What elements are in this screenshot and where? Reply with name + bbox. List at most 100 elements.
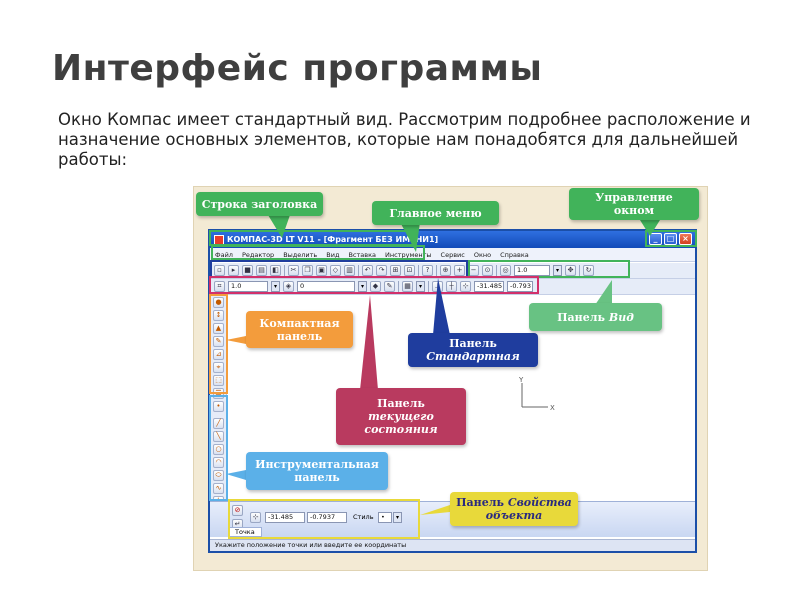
menu-item-help[interactable]: Справка xyxy=(500,250,529,259)
menu-item-view[interactable]: Вид xyxy=(326,250,340,259)
callout-props-line1: Панель Свойства xyxy=(456,496,572,509)
chevron-down-icon[interactable]: ▾ xyxy=(553,265,562,276)
prop-x-field[interactable]: -31.485 xyxy=(265,512,305,523)
toolbar-separator xyxy=(436,264,437,277)
copy-icon[interactable]: ❐ xyxy=(302,265,313,276)
point-coords-icon[interactable]: ⊹ xyxy=(250,512,261,523)
measure-tool-icon[interactable]: ⌖ xyxy=(213,362,224,373)
callout-state-line1: Панель xyxy=(377,397,425,410)
tab-point[interactable]: Точка xyxy=(228,527,262,537)
callout-view-panel: Панель Вид xyxy=(529,303,662,331)
variables-icon[interactable]: ⊡ xyxy=(404,265,415,276)
grid-icon[interactable]: ▦ xyxy=(402,281,413,292)
save-icon[interactable]: ■ xyxy=(242,265,253,276)
symbols-tool-icon[interactable]: ▲ xyxy=(213,323,224,334)
ortho-mode-icon[interactable]: ┼ xyxy=(446,281,457,292)
menu-item-editor[interactable]: Редактор xyxy=(241,250,275,259)
pencil-icon[interactable]: ✎ xyxy=(384,281,395,292)
chevron-down-icon[interactable]: ▾ xyxy=(393,512,402,523)
callout-window-control: Управление окном xyxy=(569,188,699,220)
app-title-bar: КОМПАС-3D LT V11 - [Фрагмент БЕЗ ИМЕНИ1]… xyxy=(210,231,695,248)
maximize-icon[interactable]: □ xyxy=(664,233,677,245)
paste-icon[interactable]: ▣ xyxy=(316,265,327,276)
zoom-out-icon[interactable]: − xyxy=(468,265,479,276)
zoom-scale-field[interactable]: 1.0 xyxy=(514,265,550,276)
current-layer-field[interactable]: 0 xyxy=(297,281,355,292)
circle-tool-icon[interactable]: ○ xyxy=(213,444,224,455)
axis-x-label: X xyxy=(550,404,555,412)
kompas-logo-icon xyxy=(214,234,224,245)
prop-y-field[interactable]: -0.7937 xyxy=(307,512,347,523)
style-select[interactable]: • xyxy=(378,512,392,523)
edit-tool-icon[interactable]: ✎ xyxy=(213,336,224,347)
axis-y-label: Y xyxy=(518,376,524,384)
callout-window-control-line2: окном xyxy=(613,204,655,217)
minimize-icon[interactable]: _ xyxy=(649,233,662,245)
chevron-down-icon[interactable]: ▾ xyxy=(358,281,367,292)
stop-icon[interactable]: ⊘ xyxy=(232,505,243,516)
snap-icon[interactable]: ⊹ xyxy=(460,281,471,292)
callout-tool-panel: Инструментальная панель xyxy=(246,452,388,490)
toolbar-separator xyxy=(358,264,359,277)
close-icon[interactable]: × xyxy=(679,233,692,245)
new-file-icon[interactable]: ▫ xyxy=(214,265,225,276)
callout-props-word2: Свойства xyxy=(507,496,572,509)
menu-item-file[interactable]: Файл xyxy=(215,250,233,259)
local-cs-icon[interactable]: ⊥ xyxy=(432,281,443,292)
chevron-down-icon[interactable]: ▾ xyxy=(416,281,425,292)
geometry-tool-icon[interactable]: ● xyxy=(213,297,224,308)
cursor-step-field[interactable]: 1.0 xyxy=(228,281,268,292)
zoom-in-icon[interactable]: + xyxy=(454,265,465,276)
callout-window-control-line1: Управление xyxy=(595,191,673,204)
refresh-view-icon[interactable]: ↻ xyxy=(583,265,594,276)
menu-item-window[interactable]: Окно xyxy=(473,250,492,259)
preview-icon[interactable]: ◧ xyxy=(270,265,281,276)
menu-item-insert[interactable]: Вставка xyxy=(348,250,377,259)
status-bar: Укажите положение точки или введите ее к… xyxy=(210,539,695,551)
callout-view-line2: Вид xyxy=(608,310,634,324)
zoom-fit-icon[interactable]: ⊙ xyxy=(482,265,493,276)
spline-tool-icon[interactable]: ∿ xyxy=(213,483,224,494)
layer-icon[interactable]: ◈ xyxy=(283,281,294,292)
callout-compact-line1: Компактная xyxy=(259,316,340,330)
library-icon[interactable]: ▥ xyxy=(344,265,355,276)
line-tool-icon[interactable]: ╱ xyxy=(213,418,224,429)
dimensions-tool-icon[interactable]: ↕ xyxy=(213,310,224,321)
ellipse-tool-icon[interactable]: ⬭ xyxy=(213,470,224,481)
properties-icon[interactable]: ◇ xyxy=(330,265,341,276)
print-icon[interactable]: ▤ xyxy=(256,265,267,276)
zoom-scale-icon[interactable]: ◎ xyxy=(500,265,511,276)
undo-icon[interactable]: ↶ xyxy=(362,265,373,276)
callout-standard-panel: Панель Стандартная xyxy=(408,333,538,367)
callout-state-line3: состояния xyxy=(364,423,438,436)
app-window-title: КОМПАС-3D LT V11 - [Фрагмент БЕЗ ИМЕНИ1] xyxy=(227,235,439,244)
manager-icon[interactable]: ⊞ xyxy=(390,265,401,276)
segment-tool-icon[interactable]: ╲ xyxy=(213,431,224,442)
redo-icon[interactable]: ↷ xyxy=(376,265,387,276)
pan-icon[interactable]: ✥ xyxy=(565,265,576,276)
menu-item-service[interactable]: Сервис xyxy=(440,250,465,259)
window-controls: _ □ × xyxy=(649,233,692,245)
step-icon[interactable]: ⌗ xyxy=(214,281,225,292)
point-tool-icon[interactable]: • xyxy=(213,401,224,412)
layer-properties-icon[interactable]: ◆ xyxy=(370,281,381,292)
zoom-window-icon[interactable]: ⊕ xyxy=(440,265,451,276)
cut-icon[interactable]: ✂ xyxy=(288,265,299,276)
coord-y-field[interactable]: -0.793 xyxy=(507,281,533,292)
arc-tool-icon[interactable]: ◠ xyxy=(213,457,224,468)
callout-props-line2: объекта xyxy=(485,509,543,522)
main-menu-bar: Файл Редактор Выделить Вид Вставка Инстр… xyxy=(210,248,695,262)
callout-compact-line2: панель xyxy=(276,329,323,343)
open-file-icon[interactable]: ▸ xyxy=(228,265,239,276)
menu-item-tools[interactable]: Инструменты xyxy=(385,250,432,259)
spec-tool-icon[interactable]: ☰ xyxy=(213,388,224,399)
menu-item-select[interactable]: Выделить xyxy=(283,250,318,259)
coord-x-field[interactable]: -31.485 xyxy=(474,281,504,292)
parametrize-tool-icon[interactable]: ⊿ xyxy=(213,349,224,360)
callout-state-line2: текущего xyxy=(368,410,434,423)
chevron-down-icon[interactable]: ▾ xyxy=(271,281,280,292)
slide-body-text: Окно Компас имеет стандартный вид. Рассм… xyxy=(58,110,751,169)
select-tool-icon[interactable]: ⬚ xyxy=(213,375,224,386)
callout-view-line1: Панель xyxy=(557,310,605,324)
help-pointer-icon[interactable]: ? xyxy=(422,265,433,276)
